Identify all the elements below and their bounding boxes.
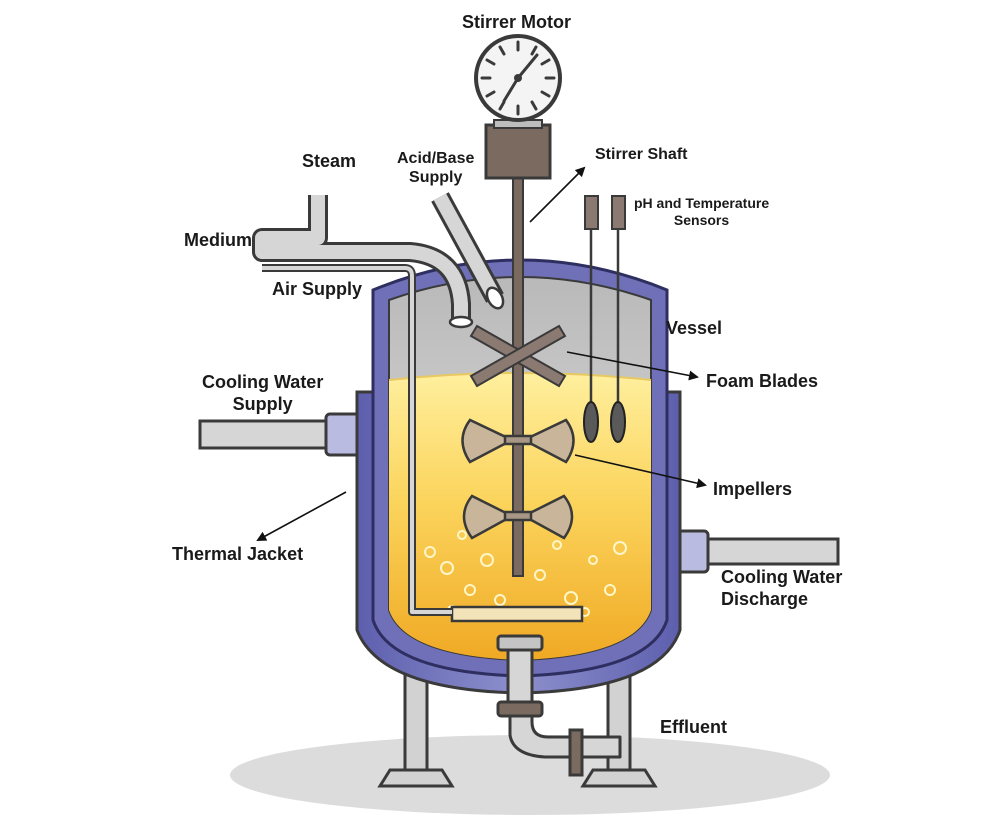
air-sparger [450,605,584,623]
steam-medium-pipe [252,195,474,329]
label-effluent: Effluent [660,717,727,737]
label-impellers: Impellers [713,479,793,499]
label-cws-line2: Supply [232,393,293,414]
label-ph-line2: Sensors [673,211,730,228]
impellers [461,418,575,540]
effluent-pipe [496,634,622,777]
label-cwd-line1: Cooling Water [721,567,843,587]
foam-blades-arrow [566,351,699,381]
label-cooling-water-supply: Cooling Water Supply [202,372,323,415]
thermal-jacket-arrow [256,491,347,541]
label-thermal-jacket: Thermal Jacket [172,544,304,564]
ph-temperature-sensors [583,195,626,443]
label-ph-temperature-sensors: pH and Temperature Sensors [634,195,769,229]
label-stirrer-motor: Stirrer Motor [462,12,572,32]
foam-blades [469,324,567,388]
floor-shadow [230,735,830,815]
label-foam-blades: Foam Blades [706,371,819,391]
label-steam: Steam [302,151,357,171]
label-cwd-line2: Discharge [721,588,809,609]
label-cooling-water-discharge: Cooling Water Discharge [721,567,842,610]
label-acid-base-supply: Acid/Base Supply [397,149,474,187]
cooling-water-discharge-pipe [666,529,840,574]
stirrer-shaft-arrow [529,166,586,223]
label-arrows [256,166,707,541]
label-air-supply: Air Supply [272,279,363,299]
stirrer-motor [474,34,562,180]
acid-base-supply-pipe [431,192,505,310]
label-medium: Medium [184,230,253,250]
cooling-water-supply-pipe [198,412,368,457]
impellers-arrow [574,454,707,489]
label-vessel: Vessel [666,318,723,338]
label-acid-base-line1: Acid/Base [397,150,475,167]
label-stirrer-shaft: Stirrer Shaft [595,146,688,163]
label-acid-base-line2: Supply [409,169,463,187]
label-ph-line1: pH and Temperature [634,195,770,211]
label-cws-line1: Cooling Water [202,372,324,392]
